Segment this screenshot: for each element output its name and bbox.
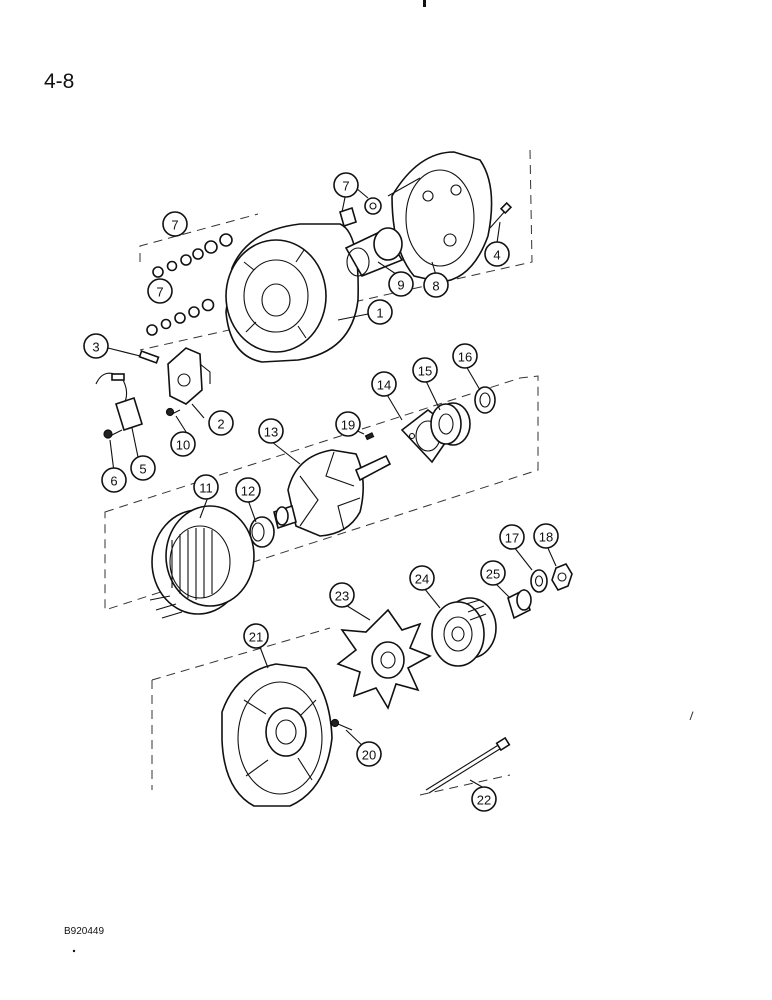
part-cover [387, 151, 493, 283]
part-rotor [273, 449, 392, 537]
figure-code: B920449 [64, 926, 105, 937]
svg-text:7: 7 [342, 179, 349, 194]
callout-6: 6 [101, 467, 127, 493]
svg-text:1: 1 [376, 306, 383, 321]
callout-7: 7 [147, 278, 173, 304]
callout-24: 24 [409, 565, 435, 591]
svg-text:4: 4 [493, 248, 500, 263]
callout-25: 25 [480, 560, 506, 586]
part-brush-3 [138, 350, 160, 364]
svg-text:10: 10 [176, 438, 190, 453]
svg-text:7: 7 [156, 285, 163, 300]
part-bearing-12 [249, 516, 275, 548]
svg-text:24: 24 [415, 572, 429, 587]
part-screw-4 [489, 201, 513, 229]
part-spacer-25 [507, 588, 532, 620]
part-screw-10 [165, 407, 181, 417]
svg-text:14: 14 [377, 378, 391, 393]
svg-text:18: 18 [539, 530, 553, 545]
svg-text:2: 2 [217, 417, 224, 432]
callout-21: 21 [243, 623, 269, 649]
callout-2: 2 [208, 410, 234, 436]
svg-text:23: 23 [335, 589, 349, 604]
svg-text:12: 12 [241, 484, 255, 499]
callout-7: 7 [162, 211, 188, 237]
svg-text:19: 19 [341, 418, 355, 433]
svg-text:8: 8 [432, 279, 439, 294]
svg-text:20: 20 [362, 748, 376, 763]
part-screw-20 [330, 718, 353, 731]
callout-11: 11 [193, 474, 219, 500]
callout-15: 15 [412, 357, 438, 383]
part-nut-washer-upper [339, 197, 382, 228]
svg-text:11: 11 [199, 481, 213, 496]
part-sleeve [344, 227, 404, 278]
callout-13: 13 [258, 418, 284, 444]
svg-text:3: 3 [92, 340, 99, 355]
svg-text:5: 5 [139, 462, 146, 477]
svg-text:6: 6 [110, 474, 117, 489]
callout-22: 22 [471, 786, 497, 812]
svg-text:13: 13 [264, 425, 278, 440]
dash-outline-lower [151, 627, 696, 796]
svg-text:21: 21 [249, 630, 263, 645]
part-washer-row-lower [146, 298, 215, 336]
part-fan [336, 608, 432, 710]
callout-10: 10 [170, 431, 196, 457]
part-capacitor-5 [95, 372, 143, 432]
callout-4: 4 [484, 241, 510, 267]
part-key-19 [364, 432, 375, 441]
svg-text:25: 25 [486, 567, 500, 582]
page-top-mark [423, 0, 426, 7]
svg-text:16: 16 [458, 350, 472, 365]
scan-dot [72, 949, 76, 953]
part-brush-holder [167, 347, 211, 405]
part-front-housing [221, 663, 333, 807]
part-spacer-16 [474, 386, 496, 414]
part-washer-row-upper [152, 233, 233, 278]
part-washer-17 [530, 569, 548, 593]
part-through-bolt [425, 736, 511, 794]
part-stator [149, 505, 255, 619]
callout-14: 14 [371, 371, 397, 397]
svg-text:7: 7 [171, 218, 178, 233]
svg-text:9: 9 [397, 278, 404, 293]
dash-outline-middle [104, 375, 539, 611]
svg-text:17: 17 [505, 531, 519, 546]
part-screw-6 [103, 429, 123, 439]
svg-text:15: 15 [418, 364, 432, 379]
page-number: 4-8 [44, 70, 75, 93]
svg-text:22: 22 [477, 793, 491, 808]
part-bearing-15 [430, 402, 471, 446]
part-rear-housing [225, 223, 359, 363]
callout-19: 19 [335, 411, 361, 437]
callout-7: 7 [333, 172, 359, 198]
callout-23: 23 [329, 582, 355, 608]
callout-3: 3 [83, 333, 109, 359]
callout-5: 5 [130, 455, 156, 481]
callout-16: 16 [452, 343, 478, 369]
callout-12: 12 [235, 477, 261, 503]
callout-18: 18 [533, 523, 559, 549]
part-nut-18 [551, 563, 573, 591]
callout-20: 20 [356, 741, 382, 767]
part-pulley [431, 597, 497, 667]
callout-8: 8 [423, 272, 449, 298]
callout-9: 9 [388, 271, 414, 297]
callout-1: 1 [367, 299, 393, 325]
callout-17: 17 [499, 524, 525, 550]
